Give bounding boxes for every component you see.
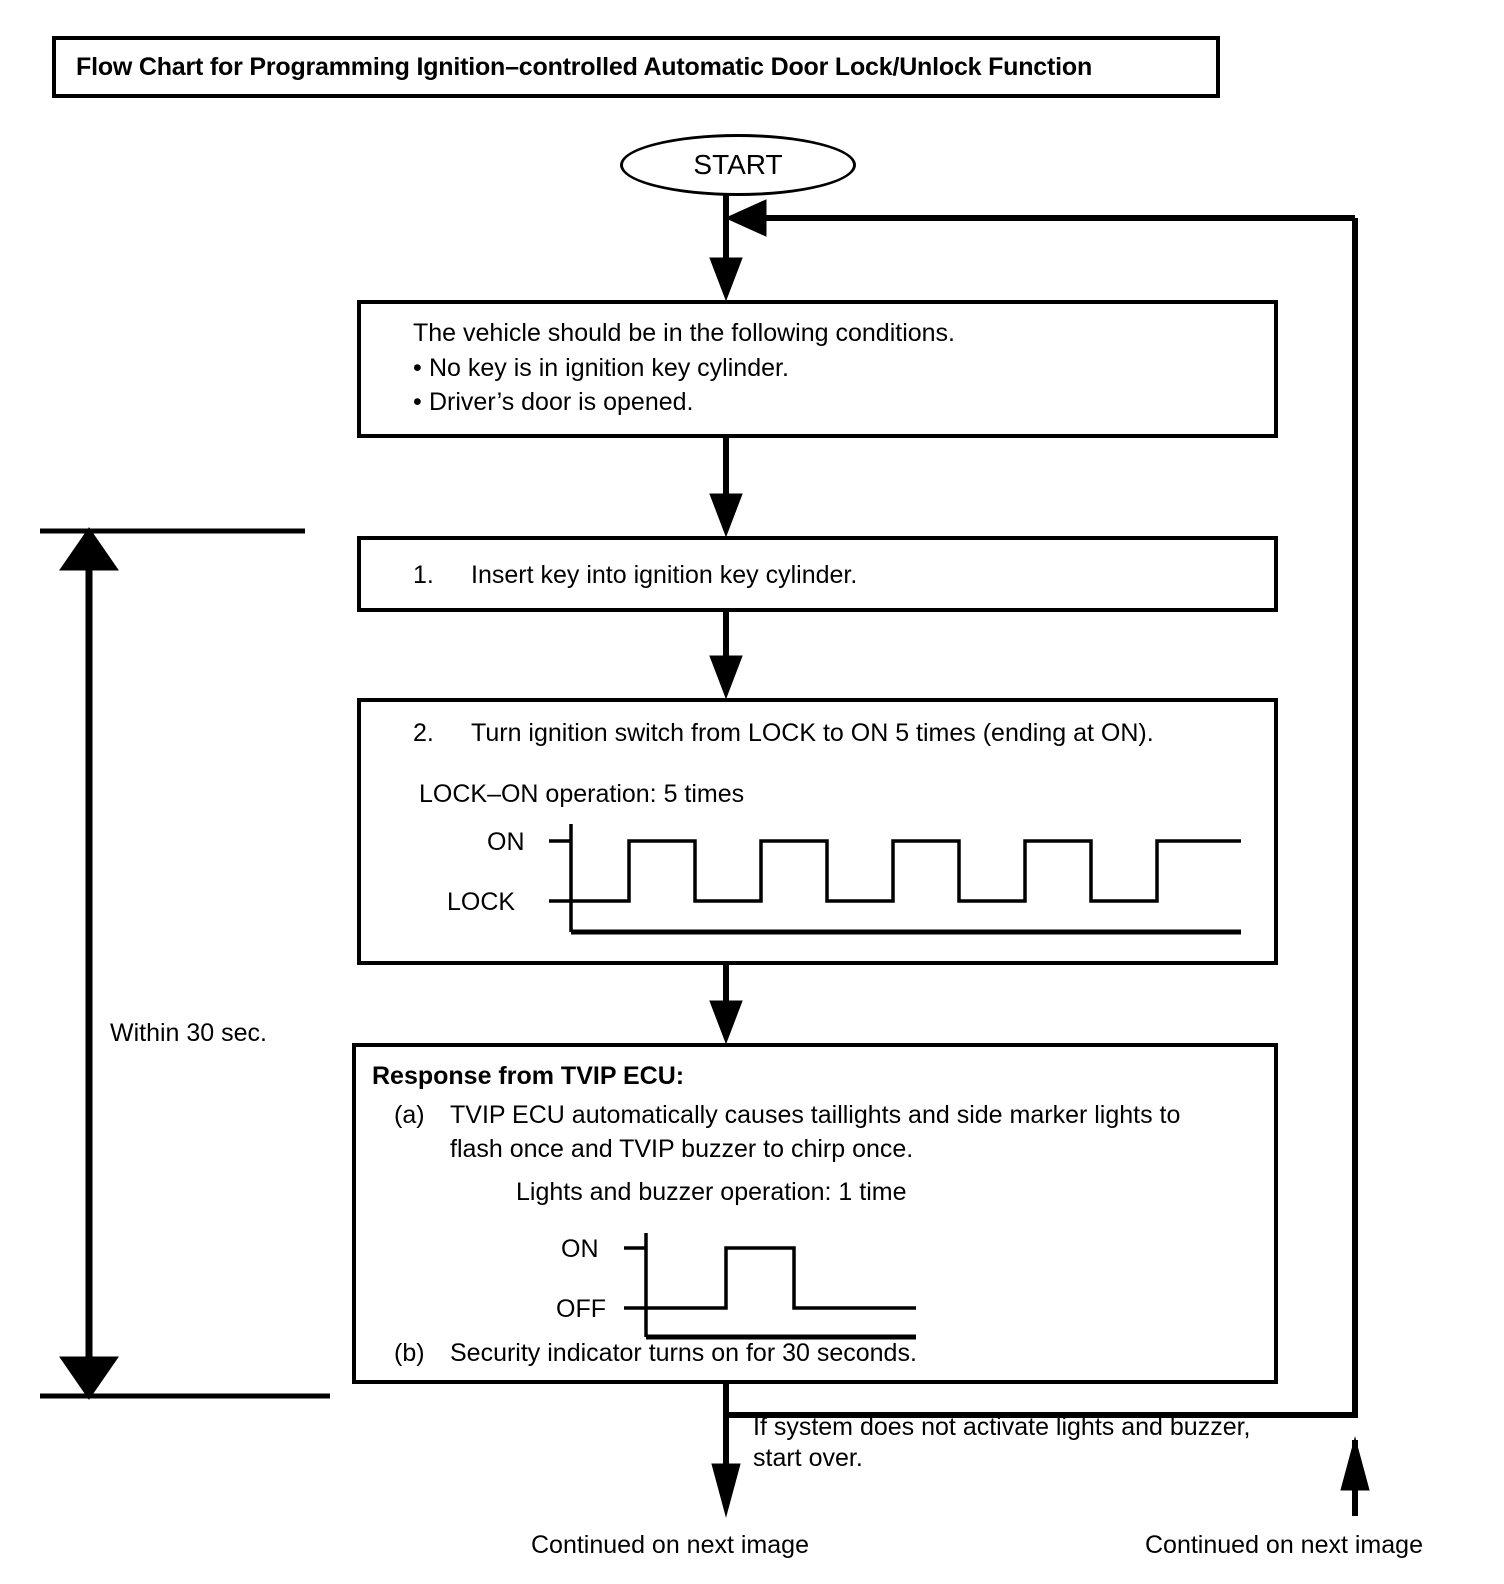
continued-right-label: Continued on next image	[1145, 1531, 1423, 1559]
arrowhead-down-to-step2	[709, 655, 743, 700]
arrowhead-down-to-response	[709, 1000, 743, 1045]
step1-line: 1. Insert key into ignition key cylinder.	[361, 540, 1274, 591]
response-item-a-line1: TVIP ECU automatically causes taillights…	[450, 1100, 1181, 1129]
response-waveform-low-label: OFF	[556, 1295, 606, 1323]
within-30-sec-label: Within 30 sec.	[110, 1019, 268, 1047]
step2-operation-caption: LOCK–ON operation: 5 times	[419, 779, 745, 808]
step1-number: 1.	[413, 561, 434, 589]
restart-note: If system does not activate lights and b…	[753, 1412, 1251, 1475]
start-label: START	[693, 149, 783, 180]
step1-box: 1. Insert key into ignition key cylinder.	[357, 536, 1278, 612]
step2-number: 2.	[413, 719, 434, 747]
conditions-bullet-0-text: No key is in ignition key cylinder.	[429, 353, 789, 382]
continued-left-label: Continued on next image	[531, 1531, 809, 1559]
response-item-a-marker: (a)	[394, 1100, 425, 1129]
conditions-bullet-0: •No key is in ignition key cylinder.	[361, 349, 1274, 384]
arrowhead-down-within30	[59, 1356, 119, 1400]
step2-box: 2. Turn ignition switch from LOCK to ON 5…	[357, 698, 1278, 965]
arrowhead-down-to-continued-left	[711, 1463, 741, 1518]
bullet-glyph-icon: •	[413, 353, 422, 382]
title-banner: Flow Chart for Programming Ignition–cont…	[52, 36, 1220, 98]
step2-text: Turn ignition switch from LOCK to ON 5 t…	[471, 719, 1154, 747]
step2-waveform: ON LOCK	[361, 820, 1282, 962]
restart-note-line2: start over.	[753, 1444, 863, 1473]
step1-text: Insert key into ignition key cylinder.	[471, 561, 858, 589]
conditions-box: The vehicle should be in the following c…	[357, 300, 1278, 438]
response-waveform-high-label: ON	[561, 1235, 599, 1263]
page-title: Flow Chart for Programming Ignition–cont…	[76, 52, 1093, 81]
step2-waveform-high-label: ON	[487, 828, 525, 856]
step2-waveform-low-label: LOCK	[447, 888, 516, 916]
conditions-bullet-1-text: Driver’s door is opened.	[429, 388, 694, 416]
response-item-a-cont: flash once and TVIP buzzer to chirp once…	[450, 1135, 914, 1163]
conditions-bullet-1: •Driver’s door is opened.	[361, 383, 1274, 418]
bullet-glyph-icon: •	[413, 388, 422, 416]
start-terminator: START	[620, 134, 856, 196]
response-item-b-line1: Security indicator turns on for 30 secon…	[450, 1338, 917, 1367]
arrowhead-up-from-continued-right	[1340, 1436, 1370, 1491]
response-operation-caption: Lights and buzzer operation: 1 time	[516, 1177, 907, 1206]
response-waveform: ON OFF	[356, 1233, 1282, 1349]
conditions-heading: The vehicle should be in the following c…	[413, 319, 956, 347]
step2-waveform-svg	[549, 824, 1241, 935]
response-item-b: (b) Security indicator turns on for 30 se…	[356, 1338, 917, 1369]
step2-line: 2. Turn ignition switch from LOCK to ON 5…	[361, 702, 1274, 749]
arrowhead-down-to-conditions	[709, 257, 743, 302]
response-item-a: (a) TVIP ECU automatically causes taillig…	[356, 1092, 1274, 1131]
response-box: Response from TVIP ECU: (a) TVIP ECU auto…	[352, 1043, 1278, 1384]
arrowhead-down-to-step1	[709, 493, 743, 538]
response-heading: Response from TVIP ECU:	[372, 1062, 685, 1090]
response-waveform-svg	[624, 1233, 916, 1340]
arrowhead-up-within30	[59, 527, 119, 571]
restart-note-line1: If system does not activate lights and b…	[753, 1413, 1251, 1441]
response-item-b-marker: (b)	[394, 1338, 425, 1367]
arrowhead-left-to-start	[724, 199, 767, 237]
